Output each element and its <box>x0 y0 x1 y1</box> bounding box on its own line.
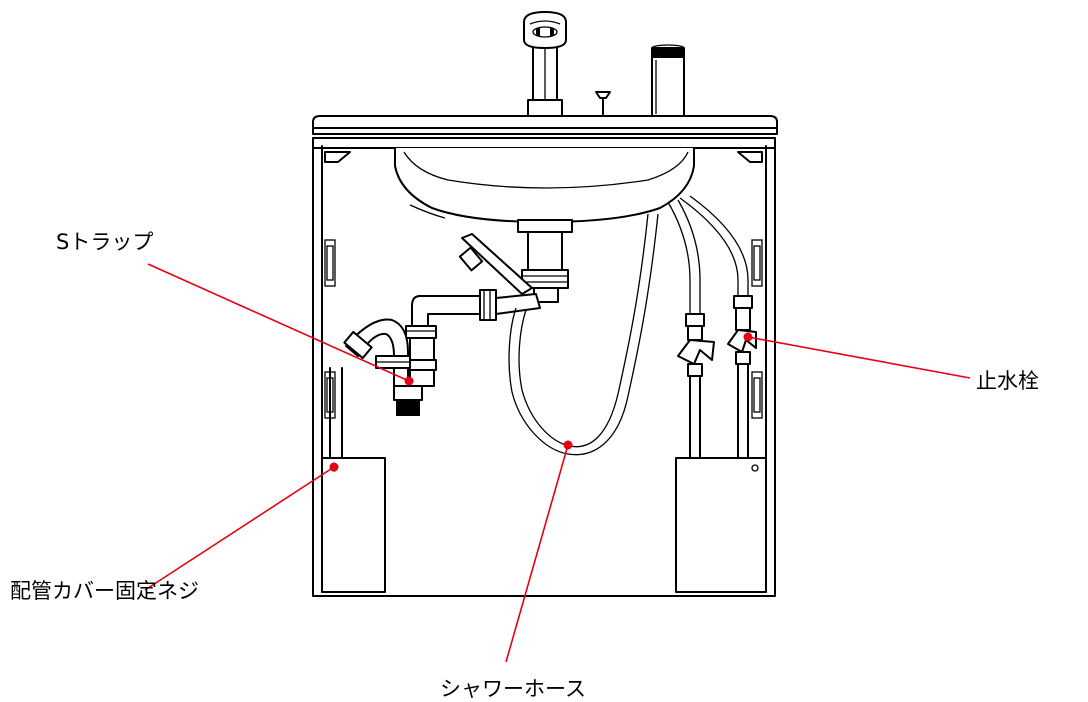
shower-hose <box>508 213 659 456</box>
basin <box>394 148 695 223</box>
stop-valves <box>677 295 757 459</box>
faucet <box>523 11 567 117</box>
leader-dot-shower-hose <box>563 440 573 450</box>
popup-rod <box>595 91 611 117</box>
supply-hoses <box>667 195 749 314</box>
leader-shower-hose <box>505 444 569 663</box>
drain-assembly <box>329 219 573 459</box>
label-shower-hose: シャワーホース <box>440 677 586 701</box>
leader-stop-valve <box>747 336 971 379</box>
leader-dot-s-trap <box>404 376 414 386</box>
leader-s-trap <box>147 263 410 382</box>
leader-cover-screw <box>144 466 335 591</box>
label-stop-valve: 止水栓 <box>976 369 1039 393</box>
countertop <box>312 115 778 135</box>
pipe-covers <box>321 457 767 593</box>
leader-dot-stop-valve <box>743 332 753 342</box>
label-cover-screw: 配管カバー固定ネジ <box>10 579 199 603</box>
label-s-trap: Sトラップ <box>56 230 154 254</box>
sensor-unit <box>651 44 685 117</box>
leader-lines <box>144 263 971 663</box>
leader-dot-cover-screw <box>329 462 339 472</box>
